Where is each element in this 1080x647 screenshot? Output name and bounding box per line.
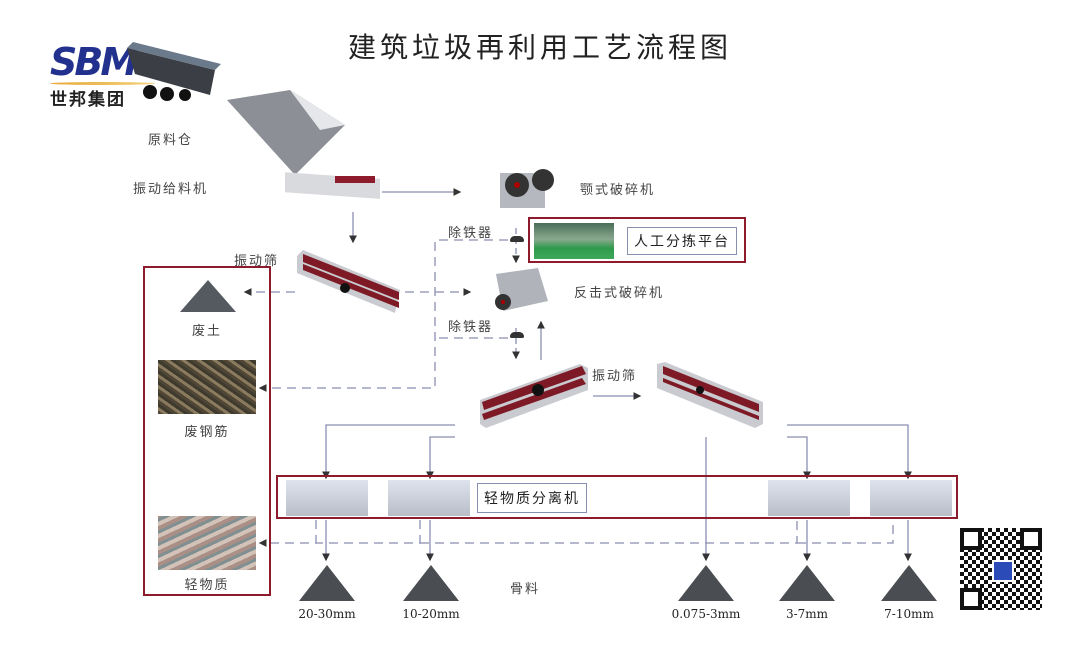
vibrating-screen-1-icon bbox=[295, 248, 405, 318]
impact-crusher-icon bbox=[488, 266, 553, 316]
light-separator-4-icon bbox=[870, 480, 952, 516]
label-vibrating-feeder: 振动给料机 bbox=[133, 182, 209, 197]
light-material-photo bbox=[158, 516, 256, 570]
logo-brand: SBM bbox=[50, 40, 138, 84]
arrow-to-separator-1 bbox=[322, 424, 455, 480]
aggregate-pile-icon bbox=[678, 565, 734, 601]
light-separator-label: 轻物质分离机 bbox=[477, 483, 587, 513]
size-label: 10-20mm bbox=[402, 607, 460, 621]
aggregate-pile-icon bbox=[299, 565, 355, 601]
logo-name: 世邦集团 bbox=[50, 90, 126, 110]
soil-pile-icon bbox=[180, 280, 236, 312]
dump-truck-icon bbox=[115, 40, 225, 102]
waste-output-group: 废土 废钢筋 轻物质 bbox=[143, 266, 271, 596]
label-waste-steel: 废钢筋 bbox=[184, 425, 230, 440]
light-separator-2-icon bbox=[388, 480, 470, 516]
arrow-iron1-to-steel bbox=[258, 239, 508, 392]
aggregate-pile-icon bbox=[779, 565, 835, 601]
light-separator-3-icon bbox=[768, 480, 850, 516]
page-title: 建筑垃圾再利用工艺流程图 bbox=[347, 31, 732, 64]
aggregate-pile-icon bbox=[403, 565, 459, 601]
hopper-feeder-icon bbox=[225, 90, 385, 205]
aggregate-pile-icon bbox=[881, 565, 937, 601]
label-vibrating-screen-2: 振动筛 bbox=[592, 369, 638, 384]
vibrating-screen-2-icon bbox=[478, 362, 593, 432]
sorting-platform-photo bbox=[534, 223, 614, 259]
magnet-icon bbox=[510, 332, 524, 338]
logo-swoosh bbox=[50, 82, 155, 85]
label-jaw-crusher: 颚式破碎机 bbox=[580, 183, 656, 198]
qr-code-icon[interactable] bbox=[960, 528, 1042, 610]
light-separator-group: 轻物质分离机 bbox=[276, 475, 958, 519]
qr-logo-icon bbox=[992, 560, 1014, 582]
vibrating-screen-3-icon bbox=[655, 362, 765, 430]
arrow-to-separator-2 bbox=[426, 436, 455, 480]
label-vibrating-screen-1: 振动筛 bbox=[234, 254, 280, 269]
size-label: 20-30mm bbox=[298, 607, 356, 621]
label-raw-bin: 原料仓 bbox=[148, 133, 194, 148]
light-separator-1-icon bbox=[286, 480, 368, 516]
arrow-to-separator-4 bbox=[787, 424, 912, 480]
label-light-material: 轻物质 bbox=[184, 578, 230, 593]
size-label: 7-10mm bbox=[884, 607, 934, 621]
size-label: 3-7mm bbox=[785, 607, 829, 621]
size-label: 0.075-3mm bbox=[671, 607, 741, 621]
label-iron-remover-2: 除铁器 bbox=[448, 320, 494, 335]
label-impact-crusher: 反击式破碎机 bbox=[574, 286, 665, 301]
magnet-icon bbox=[510, 236, 524, 242]
label-waste-soil: 废土 bbox=[191, 324, 222, 339]
jaw-crusher-icon bbox=[495, 165, 560, 210]
label-iron-remover-1: 除铁器 bbox=[448, 226, 494, 241]
label-aggregate: 骨料 bbox=[510, 582, 541, 597]
sbm-logo: SBM 世邦集团 bbox=[50, 40, 155, 110]
arrow-to-separator-3 bbox=[787, 436, 811, 480]
manual-sorting-label: 人工分拣平台 bbox=[627, 227, 737, 255]
manual-sorting-group: 人工分拣平台 bbox=[528, 217, 746, 263]
waste-steel-photo bbox=[158, 360, 256, 414]
